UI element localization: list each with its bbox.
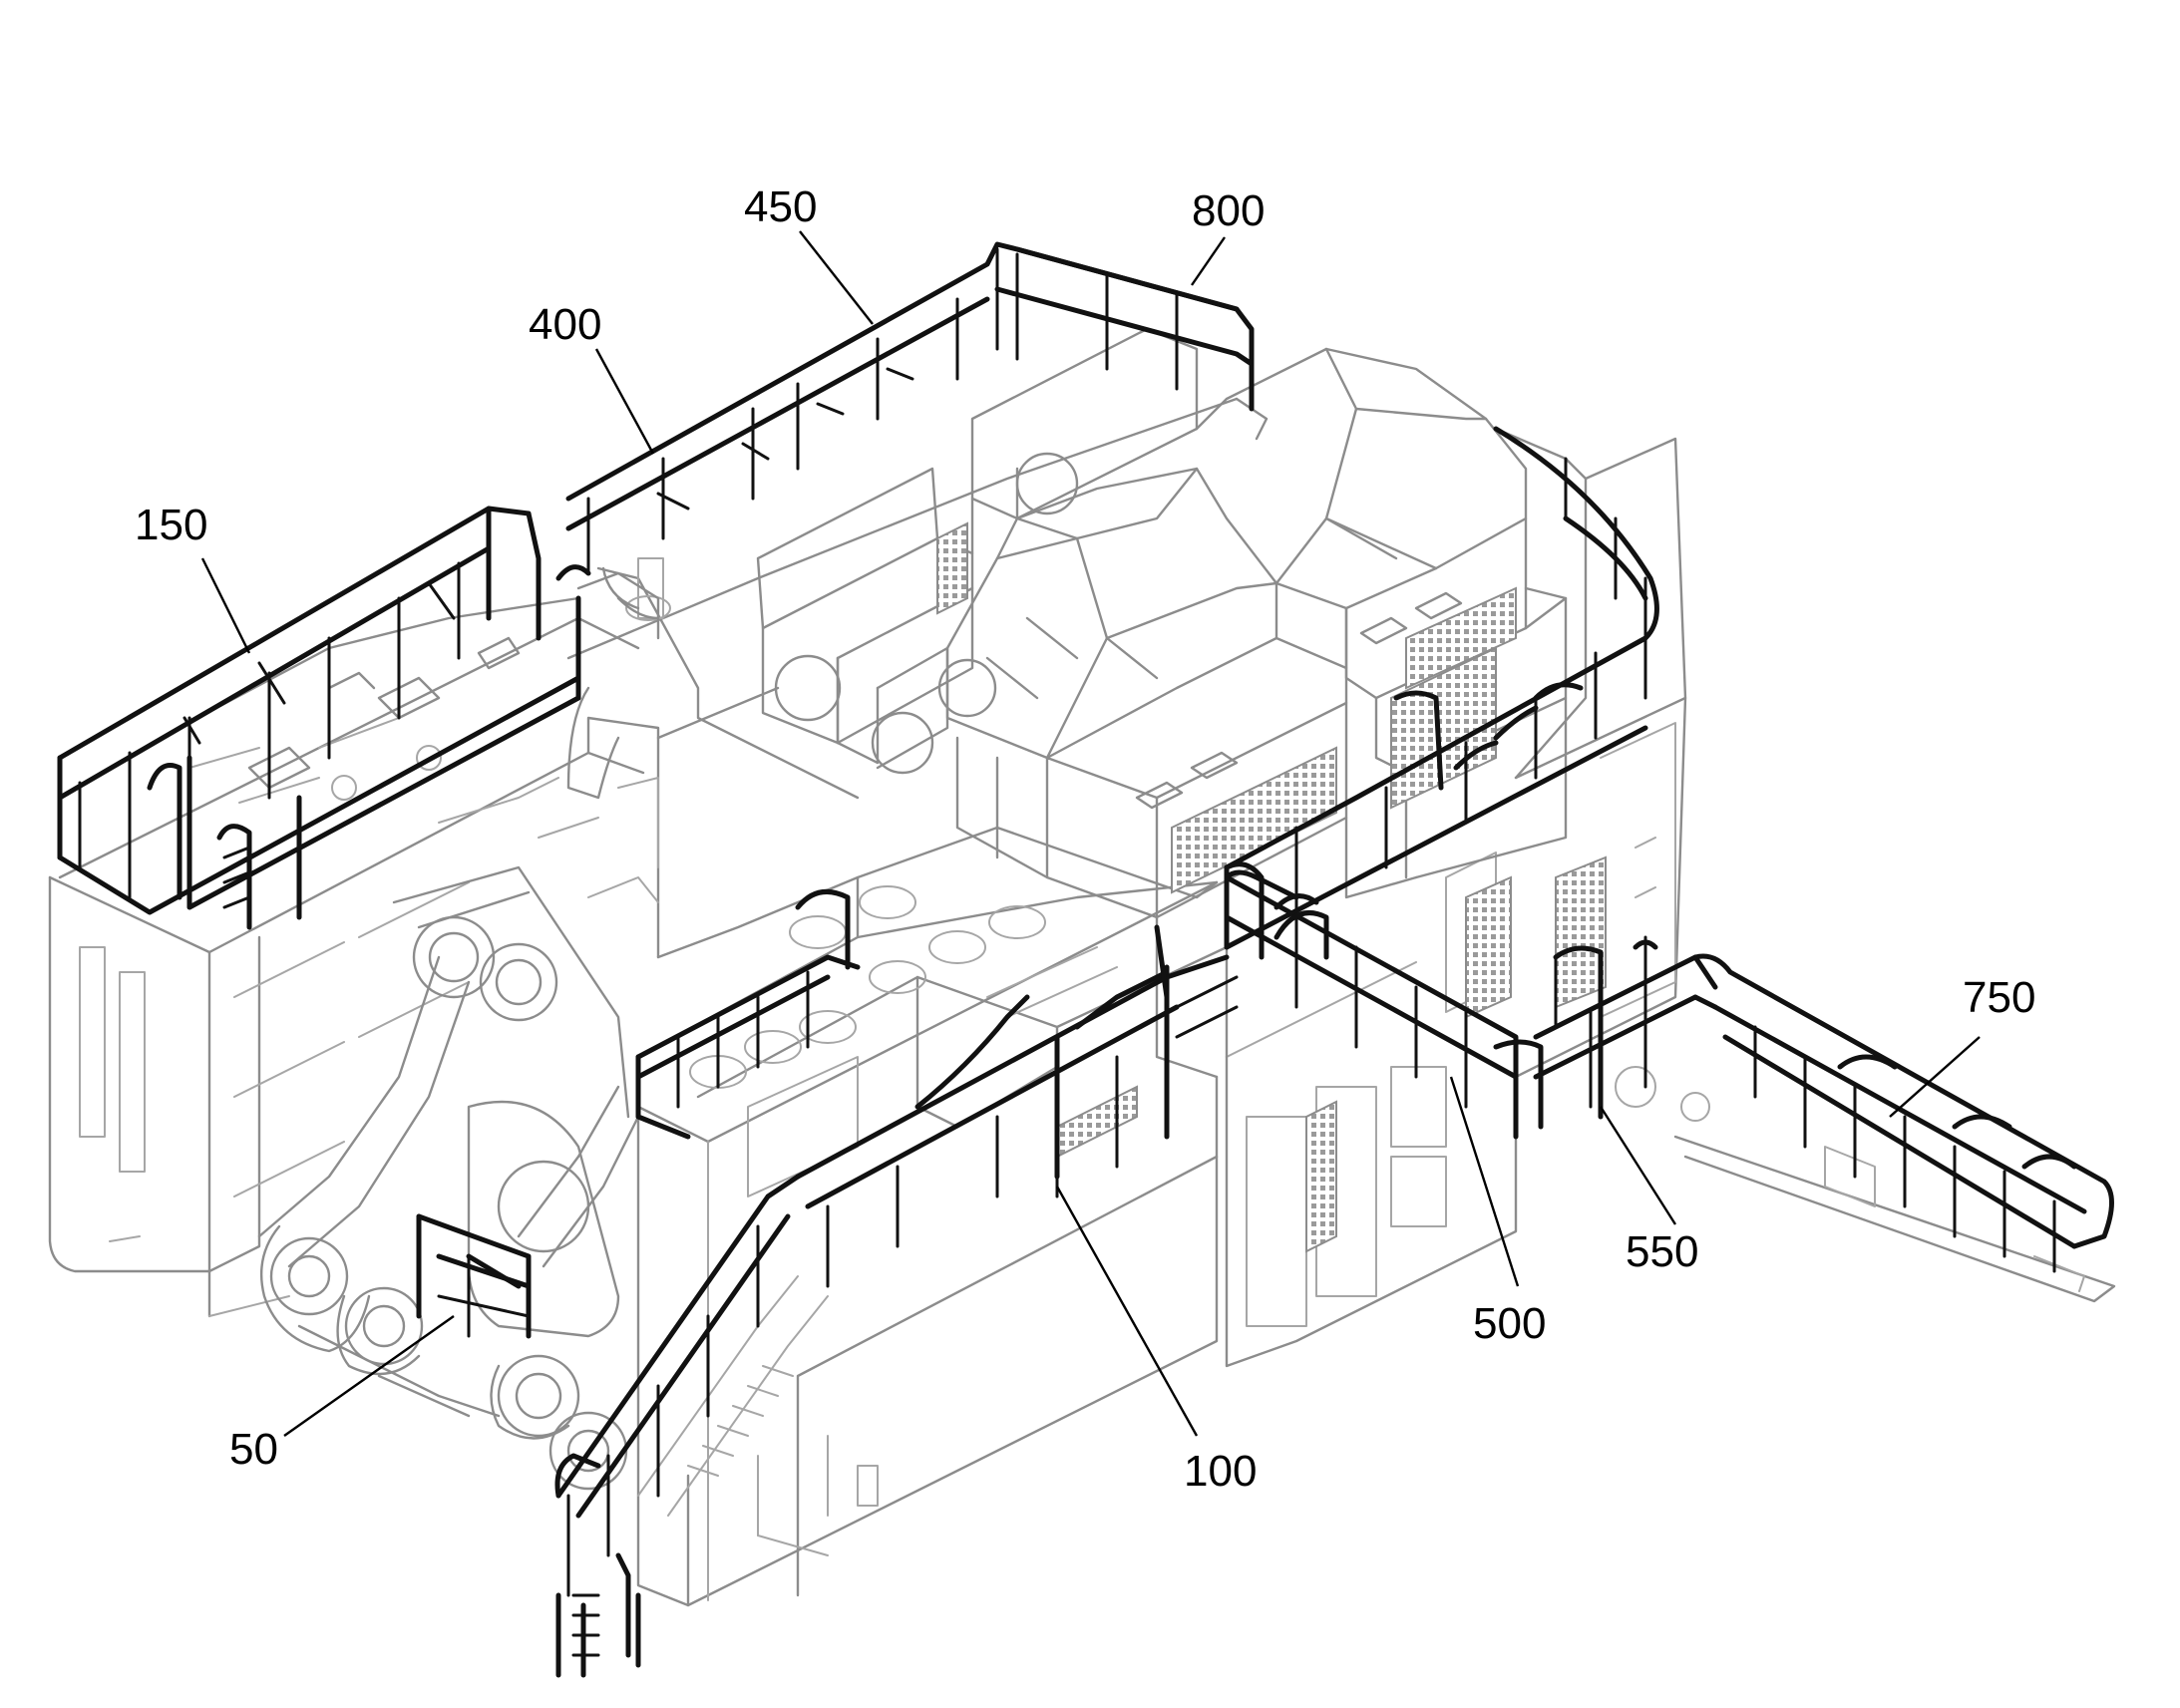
label-800: 800: [1192, 186, 1265, 235]
guardrail-right-curve: [1224, 426, 1659, 950]
label-450: 450: [744, 182, 817, 231]
leader-150: [200, 557, 251, 654]
stair-rail-lower: [554, 1174, 801, 1678]
leader-500: [1449, 1076, 1520, 1287]
guardrail-center-deck: [635, 888, 861, 1140]
machine-body: [48, 327, 2116, 1607]
guardrail-upper-junction: [1224, 690, 1444, 910]
label-100: 100: [1184, 1447, 1257, 1496]
leader-800: [1191, 236, 1226, 286]
leader-750: [1889, 1036, 1981, 1118]
guardrail-750: [1692, 953, 2114, 1273]
leader-450: [799, 230, 874, 325]
guardrail-550: [1533, 935, 1718, 1120]
leader-550: [1599, 1106, 1677, 1225]
guardrail-150: [57, 506, 591, 930]
railings: [57, 241, 2114, 1678]
leader-lines: [200, 230, 1981, 1437]
reference-numerals: 800 450 400 150 750 550 500 100 50: [135, 182, 2035, 1496]
guardrail-400-450-800: [565, 241, 1255, 575]
leader-50: [283, 1315, 455, 1437]
label-400: 400: [529, 300, 601, 349]
label-150: 150: [135, 501, 207, 549]
label-750: 750: [1963, 973, 2035, 1022]
label-550: 550: [1626, 1227, 1698, 1276]
label-50: 50: [229, 1425, 278, 1474]
guardrail-100: [795, 924, 1239, 1288]
leader-100: [1055, 1186, 1199, 1437]
guardrail-50: [416, 1213, 532, 1339]
leader-400: [594, 348, 655, 455]
label-500: 500: [1473, 1299, 1546, 1348]
